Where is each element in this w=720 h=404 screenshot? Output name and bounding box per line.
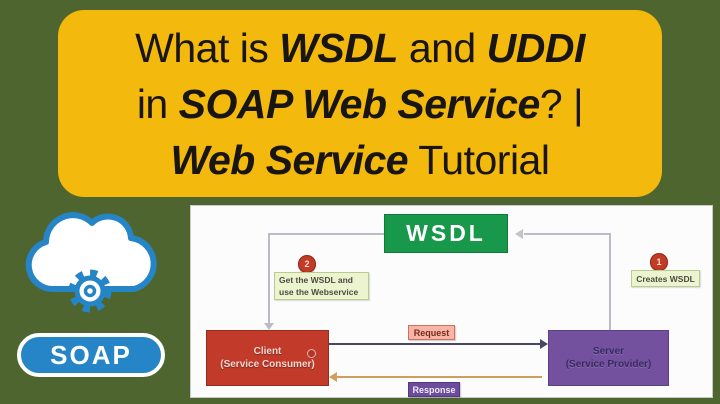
wsdl-box: WSDL bbox=[384, 214, 508, 253]
title-emphasis-text: Web Service bbox=[170, 136, 409, 183]
gear-icon bbox=[68, 269, 112, 313]
client-box-title: Client bbox=[253, 346, 282, 357]
connector-wsdl-right bbox=[524, 233, 611, 235]
title-plain-text: ? | bbox=[539, 80, 584, 127]
title-emphasis-text: SOAP Web Service bbox=[178, 80, 541, 127]
arrowhead-to-client-icon bbox=[264, 323, 274, 330]
client-marker-badge-icon bbox=[307, 349, 316, 358]
diagram-panel: WSDL 2 Get the WSDL and use the Webservi… bbox=[190, 205, 713, 398]
title-line: in SOAP Web Service? | bbox=[136, 76, 584, 132]
client-box: Client (Service Consumer) bbox=[206, 330, 329, 386]
soap-badge: SOAP bbox=[17, 333, 165, 377]
client-box-subtitle: (Service Consumer) bbox=[220, 359, 315, 370]
server-box-title: Server bbox=[592, 346, 625, 357]
server-box: Server (Service Provider) bbox=[548, 330, 669, 386]
soap-logo: SOAP bbox=[0, 205, 185, 400]
title-plain-text: and bbox=[397, 24, 487, 71]
step-1-badge: 1 bbox=[650, 253, 668, 271]
server-box-subtitle: (Service Provider) bbox=[565, 359, 652, 370]
step-2-note-line1: Get the WSDL and bbox=[279, 275, 353, 285]
title-emphasis-text: UDDI bbox=[486, 24, 586, 71]
title-plain-text: in bbox=[136, 80, 179, 127]
arrowhead-to-wsdl-icon bbox=[515, 229, 523, 239]
title-plain-text: What is bbox=[135, 24, 280, 71]
arrowhead-response-icon bbox=[329, 372, 337, 382]
soap-badge-label: SOAP bbox=[50, 339, 132, 370]
request-line bbox=[329, 343, 542, 345]
request-label: Request bbox=[408, 325, 455, 340]
step-2-note: Get the WSDL and use the Webservice bbox=[274, 272, 369, 300]
connector-client-vertical bbox=[268, 233, 270, 325]
step-1-note: Creates WSDL bbox=[631, 270, 700, 287]
step-2-note-line2: use the Webservice bbox=[279, 287, 359, 297]
arrowhead-request-icon bbox=[540, 339, 548, 349]
cloud-icon bbox=[25, 212, 157, 313]
connector-server-vertical bbox=[609, 233, 611, 330]
title-line: What is WSDL and UDDI bbox=[135, 20, 585, 76]
response-label: Response bbox=[408, 382, 460, 397]
step-2-badge: 2 bbox=[298, 255, 316, 273]
title-plain-text: Tutorial bbox=[408, 136, 550, 183]
title-line: Web Service Tutorial bbox=[171, 132, 550, 188]
connector-wsdl-left bbox=[269, 233, 386, 235]
title-emphasis-text: WSDL bbox=[279, 24, 398, 71]
response-line bbox=[336, 376, 542, 378]
